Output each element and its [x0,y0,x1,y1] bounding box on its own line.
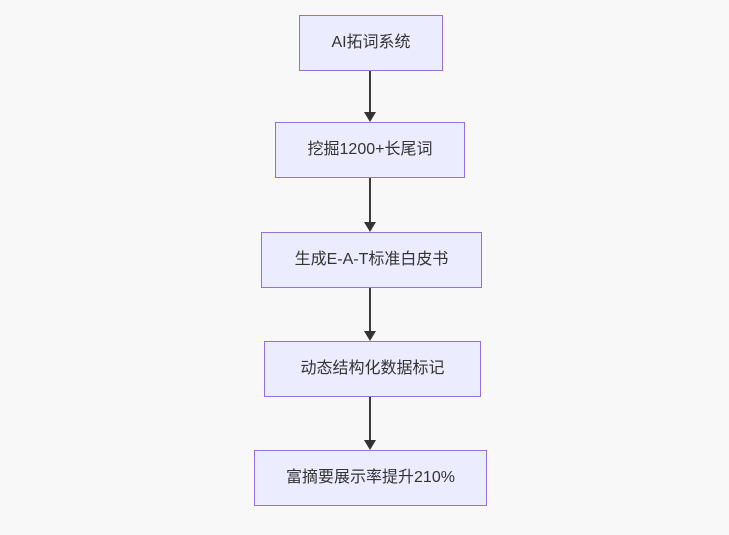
flowchart-node-eat-whitepaper: 生成E-A-T标准白皮书 [261,232,482,288]
flowchart-node-structured-data-markup: 动态结构化数据标记 [264,341,481,397]
arrowhead-icon [364,222,376,232]
flowchart-node-ai-keyword-system: AI拓词系统 [299,15,443,71]
arrow-line [369,71,371,114]
arrowhead-icon [364,440,376,450]
down-arrow-4 [364,397,376,450]
arrow-line [369,397,371,442]
down-arrow-2 [364,178,376,232]
arrowhead-icon [364,112,376,122]
flowchart-node-longtail-mining: 挖掘1200+长尾词 [275,122,465,178]
arrow-line [369,178,371,224]
node-label: 富摘要展示率提升210% [286,469,455,487]
down-arrow-1 [364,71,376,122]
node-label: AI拓词系统 [331,34,411,52]
down-arrow-3 [364,288,376,341]
node-label: 挖掘1200+长尾词 [307,141,433,159]
flowchart-node-rich-snippet-uplift: 富摘要展示率提升210% [254,450,487,506]
node-label: 动态结构化数据标记 [300,360,445,378]
node-label: 生成E-A-T标准白皮书 [294,251,449,269]
arrowhead-icon [364,331,376,341]
arrow-line [369,288,371,333]
